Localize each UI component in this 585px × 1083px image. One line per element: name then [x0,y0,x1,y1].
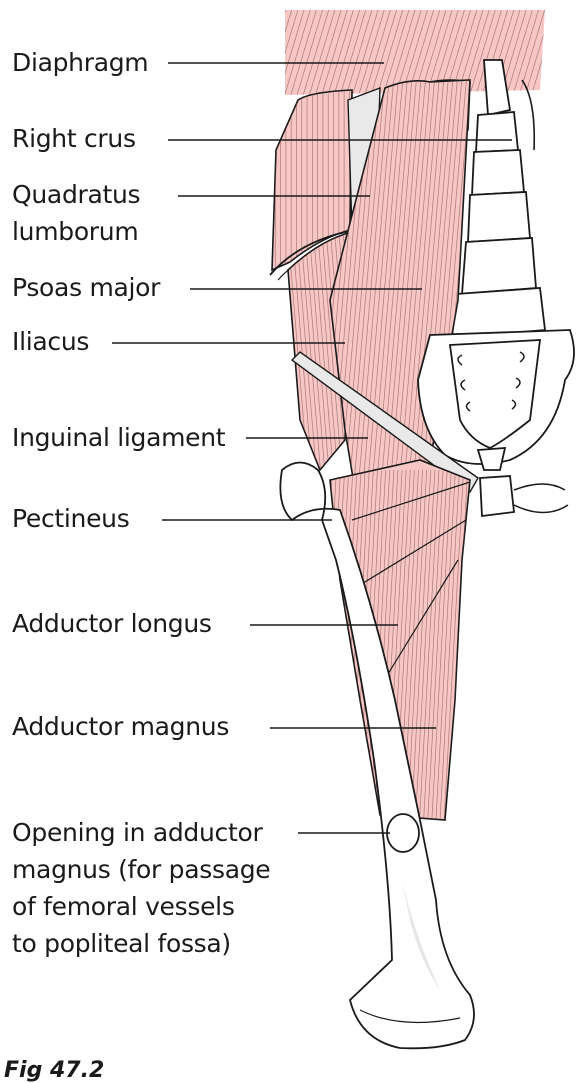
diaphragm-fiber [289,10,320,95]
psoas-fiber [357,80,399,520]
label-pectineus: Pectineus [12,504,130,533]
adductor-fiber [418,469,440,820]
iliacus-fiber [317,235,339,470]
diaphragm-fiber [240,0,270,100]
psoas-fiber [389,80,431,520]
psoas-fiber [394,80,435,520]
adductor-fiber [439,469,460,820]
adductor-fiber [443,469,464,820]
adductor-fiber [304,470,324,830]
diaphragm-muscle [240,0,545,100]
leader-lines [112,62,512,834]
psoas-fiber [344,80,385,520]
label-adductor-magnus: Adductor magnus [12,712,230,741]
diaphragm-fiber [375,10,407,95]
diaphragm-fiber [338,10,370,95]
iliacus-fiber [304,236,326,470]
diaphragm-fiber [523,10,545,95]
diaphragm-fiber [387,10,419,95]
adductor-fiber [426,469,448,820]
diaphragm-fiber [467,10,499,95]
label-iliacus: Iliacus [12,327,90,356]
diaphragm-fiber [381,10,413,95]
adductor-fiber [430,469,452,820]
diaphragm-fiber [369,10,400,95]
diaphragm-fiber [285,10,308,95]
diaphragm-fiber [344,10,376,95]
diaphragm-fiber [285,10,314,95]
diaphragm-fiber [504,10,536,95]
diaphragm-fiber [511,10,542,95]
diaphragm-fiber [517,10,545,95]
diaphragm-fiber [332,10,363,95]
pelvis [417,329,575,518]
psoas-fiber [353,80,394,520]
iliacus-fiber [321,234,343,470]
label-adductor-opening: Opening in adductor magnus (for passage … [12,818,271,958]
psoas-fiber [366,80,408,520]
diaphragm-fiber [285,10,289,95]
diaphragm-fiber [246,0,276,100]
diaphragm-fiber [326,10,357,95]
diaphragm-fiber [319,10,351,95]
label-right-crus: Right crus [12,124,136,153]
diaphragm-fiber [350,10,382,95]
diaphragm-fiber [301,10,333,95]
diaphragm-fiber [474,10,505,95]
psoas-fiber [348,80,390,520]
psoas-fiber [376,80,417,520]
adductor-opening [386,813,420,853]
psoas-fiber [371,80,413,520]
diaphragm-fiber [313,10,345,95]
diaphragm-fiber [295,10,326,95]
psoas-fiber [385,80,426,520]
adductor-fiber [414,469,436,820]
label-psoas-major: Psoas major [12,273,161,302]
psoas-fiber [362,80,404,520]
iliacus-fiber [313,235,335,470]
diaphragm-fiber [285,10,302,95]
diaphragm-fiber [356,10,388,95]
psoas-fiber [380,80,422,520]
iliacus-fiber [309,236,330,470]
lumbar-spine [451,59,547,339]
adductor-fiber [422,469,444,820]
adductor-fiber [410,469,432,820]
inguinal-ligament [290,351,479,494]
diaphragm-fiber [529,10,545,95]
label-adductor-longus: Adductor longus [12,609,212,638]
label-inguinal-ligament: Inguinal ligament [12,423,226,452]
adductor-fiber [300,470,320,830]
figure-caption: Fig 47.2 [4,1058,105,1083]
femur [279,461,475,1050]
diaphragm-fiber [307,10,339,95]
label-diaphragm: Diaphragm [12,48,149,77]
label-quadratus-lumborum: Quadratus lumborum [12,180,141,246]
adductor-fiber [435,469,456,820]
diaphragm-fiber [363,10,394,95]
diaphragm-fiber [285,10,296,95]
diaphragm-fiber [252,0,282,100]
